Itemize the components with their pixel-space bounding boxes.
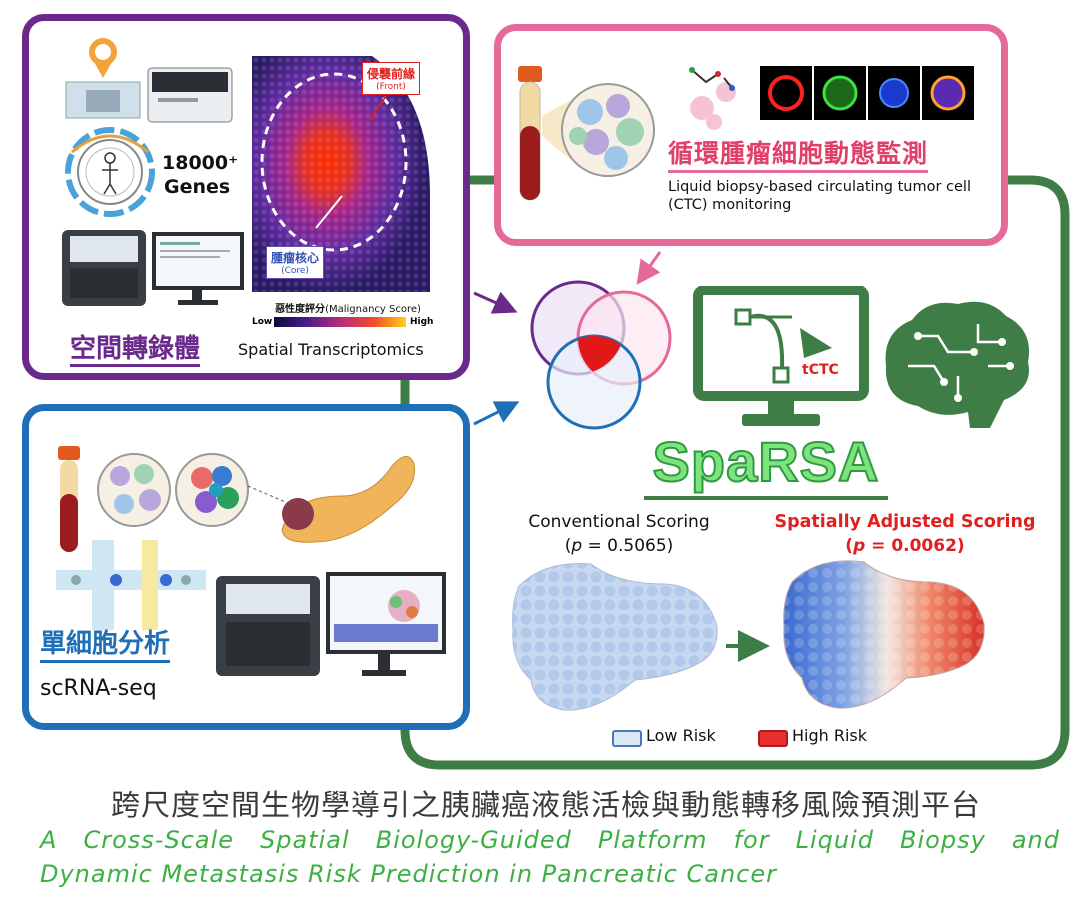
adjusted-label: Spatially Adjusted Scoring	[774, 512, 1036, 532]
arrow-spatial	[473, 291, 518, 314]
ctc-antibody-icon	[689, 67, 736, 130]
spatial-title-en: Spatial Transcriptomics	[238, 340, 424, 359]
genes-count: 18000⁺	[162, 152, 239, 174]
venn-diagram	[530, 280, 672, 430]
ctc-title-zh: 循環腫瘤細胞動態監測	[668, 138, 929, 173]
footer-title-en-line2: Dynamic Metastasis Risk Prediction in Pa…	[40, 860, 778, 888]
blood-tube-cells-icon	[518, 66, 655, 201]
brand-underline	[644, 496, 888, 500]
transcriptome-atlas-icon	[65, 127, 155, 217]
core-callout: 腫瘤核心 (Core)	[266, 246, 325, 279]
conventional-risk-map	[512, 562, 718, 711]
legend-low-label: Low Risk	[646, 726, 716, 745]
core-label-en: (Core)	[281, 266, 309, 276]
spatial-heatmap	[252, 56, 430, 292]
front-label-zh: 侵襲前緣	[367, 67, 416, 81]
malignancy-score-caption: 惡性度評分(Malignancy Score)	[262, 300, 434, 315]
scrna-title-en: scRNA-seq	[40, 676, 157, 701]
adjusted-risk-map	[783, 560, 985, 709]
monitor-tctc-icon	[693, 286, 869, 426]
genes-label: Genes	[164, 176, 231, 198]
adjusted-pvalue: (p = 0.0062)	[845, 536, 965, 556]
arrow-ctc	[636, 251, 662, 285]
adjusted-p-symbol: p	[853, 536, 866, 556]
sparsa-brand: SpaRSA	[652, 430, 880, 493]
spatial-title-zh: 空間轉錄體	[70, 334, 201, 367]
core-label-zh: 腫瘤核心	[271, 251, 320, 265]
ctc-desc-en: Liquid biopsy-based circulating tumor ce…	[668, 179, 971, 213]
front-callout: 侵襲前緣 (Front)	[362, 62, 421, 95]
scale-low: Low	[252, 317, 273, 327]
adjusted-p-value: = 0.0062	[865, 536, 957, 556]
scale-high: High	[410, 317, 434, 327]
footer-title-en-line1: A Cross-Scale Spatial Biology-Guided Pla…	[40, 826, 1060, 854]
conventional-p-symbol: p	[571, 536, 583, 556]
brain-icon	[885, 301, 1030, 428]
conventional-p-value: = 0.5065	[582, 536, 667, 556]
color-scale-bar	[274, 317, 406, 327]
microfluidic-icon	[56, 540, 206, 630]
scrna-title-zh: 單細胞分析	[40, 628, 171, 663]
scrna-computer-icon	[216, 572, 446, 676]
sequencer-computer-icon	[62, 230, 244, 306]
tctc-label: tCTC	[802, 362, 839, 378]
tube-cells-pancreas-icon	[58, 446, 416, 552]
arrow-scrna	[473, 401, 520, 426]
sequencer-instrument-icon	[65, 38, 233, 123]
footer-title-zh: 跨尺度空間生物學導引之胰臟癌液態活檢與動態轉移風險預測平台	[110, 788, 981, 822]
score-zh: 惡性度評分	[275, 304, 326, 315]
conventional-pvalue: (p = 0.5065)	[564, 536, 674, 556]
legend-high-label: High Risk	[792, 726, 868, 745]
front-label-en: (Front)	[376, 82, 406, 92]
legend-low-swatch	[612, 730, 642, 747]
conventional-label: Conventional Scoring	[528, 512, 710, 532]
score-en: (Malignancy Score)	[325, 304, 421, 315]
legend-high-swatch	[758, 730, 788, 747]
fluorescence-images	[760, 66, 974, 120]
